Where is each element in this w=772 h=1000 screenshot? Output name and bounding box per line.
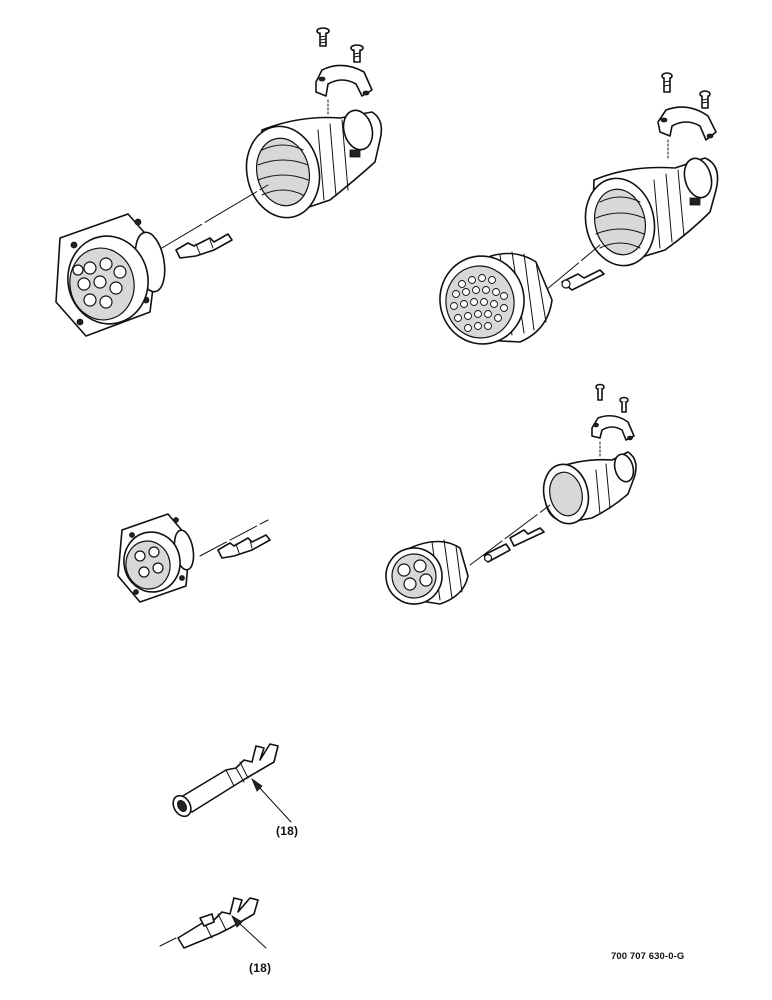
backshell-icon — [245, 109, 383, 219]
receptacle-icon — [117, 513, 195, 603]
callout-socket-contact: (18) — [276, 824, 299, 838]
socket-contact-detail — [172, 743, 292, 823]
contact-pin-icon — [509, 527, 545, 547]
cable-clamp-icon — [657, 106, 717, 141]
pin-contact-detail — [159, 897, 267, 949]
cable-clamp-icon — [591, 414, 635, 441]
socket-contact-icon — [172, 743, 279, 818]
pin-contact-icon — [177, 897, 259, 949]
screw-icon — [619, 396, 629, 413]
figure-number: 700 707 630-0-G — [611, 951, 685, 962]
callout-pin-contact: (18) — [249, 961, 272, 975]
contact-pin-icon — [175, 233, 233, 259]
small-plug-assembly — [385, 383, 637, 605]
screw-icon — [661, 72, 673, 93]
screw-icon — [350, 44, 364, 63]
large-receptacle-assembly — [55, 27, 383, 337]
plug-icon — [385, 539, 469, 605]
screw-icon — [316, 27, 330, 47]
backshell-icon — [584, 157, 719, 267]
contact-socket-icon — [561, 269, 605, 291]
cable-clamp-icon — [315, 64, 373, 97]
plug-icon — [439, 251, 553, 345]
contact-pin-icon — [217, 534, 271, 559]
small-receptacle-assembly — [117, 513, 271, 603]
large-plug-assembly — [439, 72, 719, 345]
receptacle-icon — [55, 213, 166, 337]
screw-icon — [595, 383, 605, 401]
screw-icon — [699, 90, 711, 109]
backshell-icon — [542, 451, 637, 525]
contact-socket-icon — [483, 543, 511, 563]
